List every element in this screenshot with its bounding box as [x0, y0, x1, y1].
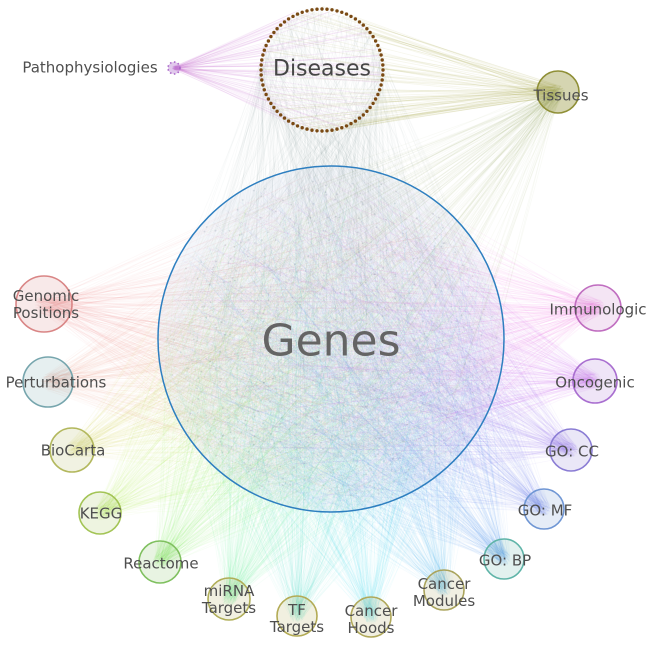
node-genomic-positions[interactable] [15, 275, 73, 333]
node-diseases-ring[interactable] [259, 7, 385, 133]
edge-fan-biocarta [64, 178, 497, 500]
edge-fan-tissues [258, 5, 566, 133]
node-tf-targets[interactable] [276, 595, 318, 637]
edge-fan-go-cc [165, 173, 579, 505]
edge-fan-mirna-targets [165, 185, 498, 606]
node-cancer-hoods[interactable] [350, 596, 392, 638]
edge-fan-immunologic [170, 175, 606, 503]
node-biocarta[interactable] [49, 427, 95, 473]
node-oncogenic[interactable] [572, 358, 618, 404]
edge-fan-tf-targets [165, 174, 497, 624]
node-cancer-modules[interactable] [423, 569, 465, 611]
node-immunologic[interactable] [574, 284, 622, 332]
node-pathophysiologies[interactable] [167, 61, 181, 75]
edge-fan-genomic-positions [34, 173, 485, 504]
edge-fan-perturbations [39, 174, 490, 503]
gene-dots [166, 180, 498, 503]
edge-fan-reactome [152, 181, 499, 570]
edge-fan-go-mf [168, 179, 552, 516]
node-genes[interactable] [157, 165, 505, 513]
edge-fan-kegg [92, 179, 475, 521]
edge-fan-cancer-modules [163, 177, 494, 598]
edge-fan-go-bp [168, 189, 511, 566]
node-mirna-targets[interactable] [207, 577, 251, 621]
edge-fan-tissues [173, 84, 566, 505]
node-go-bp[interactable] [483, 538, 525, 580]
node-perturbations[interactable] [22, 356, 74, 408]
node-kegg[interactable] [78, 491, 122, 535]
node-go-cc[interactable] [549, 428, 593, 472]
edge-fan-oncogenic [170, 178, 603, 500]
node-go-mf[interactable] [523, 488, 565, 530]
edge-fan-cancer-hoods [171, 179, 484, 624]
node-tissues[interactable] [536, 70, 580, 114]
node-reactome[interactable] [138, 540, 182, 584]
edge-fan-pathophysiologies [172, 9, 386, 134]
